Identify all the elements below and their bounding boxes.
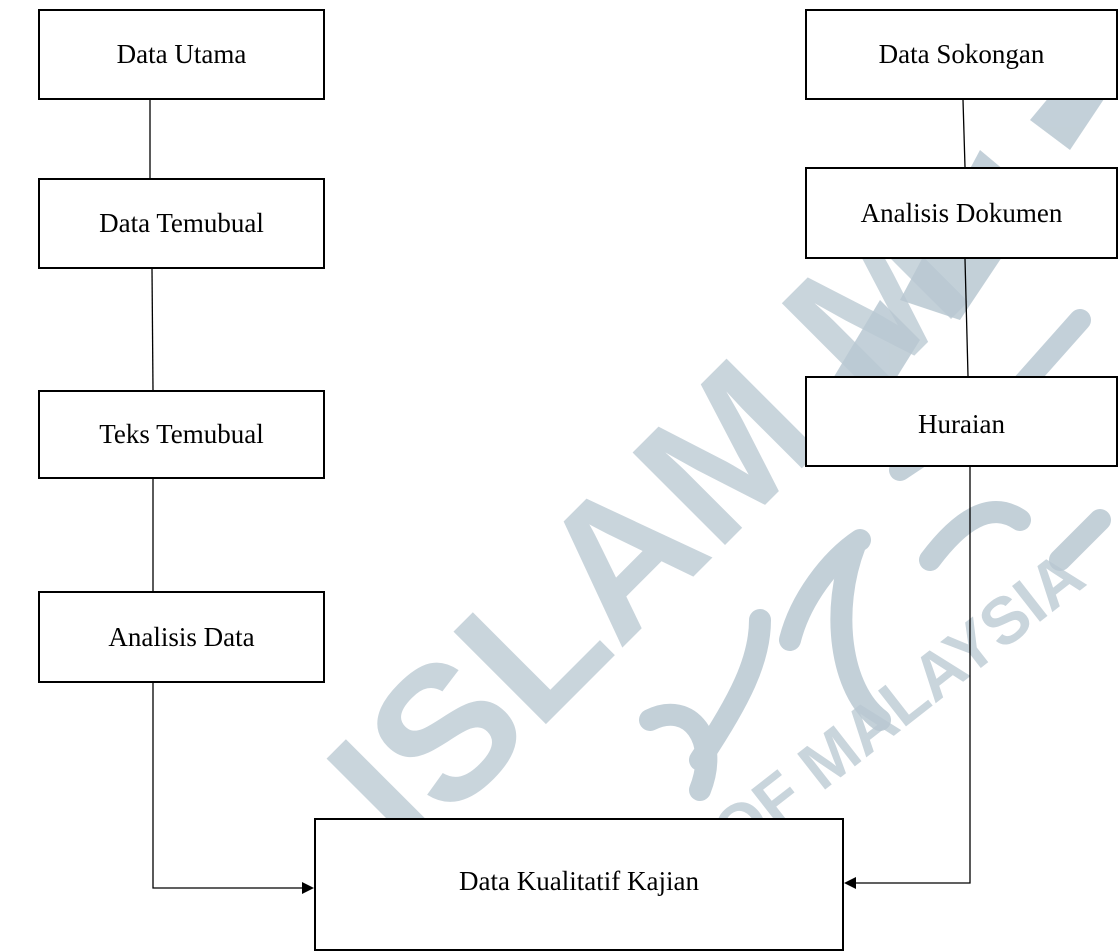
arrow-analisis-to-kajian [152,683,314,894]
box-huraian-label: Huraian [918,409,1005,439]
box-analisis-dokumen-label: Analisis Dokumen [860,197,1063,228]
box-data-utama-label: Data Utama [116,39,247,69]
box-teks-temubual: Teks Temubual [38,390,325,479]
box-analisis-dokumen: Analisis Dokumen [805,167,1118,259]
box-data-sokongan: Data Sokongan [805,9,1118,100]
box-data-temubual-label: Data Temubual [99,208,264,238]
box-analisis-data-label: Analisis Data [108,621,255,652]
box-data-kualitatif-kajian: Data Kualitatif Kajian [314,818,844,951]
line-temubual-teks [151,268,154,391]
box-analisis-data: Analisis Data [38,591,325,683]
line-dokumen-huraian [964,258,969,377]
arrow-huraian-to-kajian [844,467,971,889]
box-data-temubual: Data Temubual [38,178,325,269]
box-teks-temubual-label: Teks Temubual [99,419,264,449]
box-huraian: Huraian [805,376,1118,467]
box-data-kualitatif-kajian-label: Data Kualitatif Kajian [459,866,699,896]
box-data-utama: Data Utama [38,9,325,100]
box-data-sokongan-label: Data Sokongan [878,39,1045,69]
line-sokongan-dokumen [962,99,966,168]
